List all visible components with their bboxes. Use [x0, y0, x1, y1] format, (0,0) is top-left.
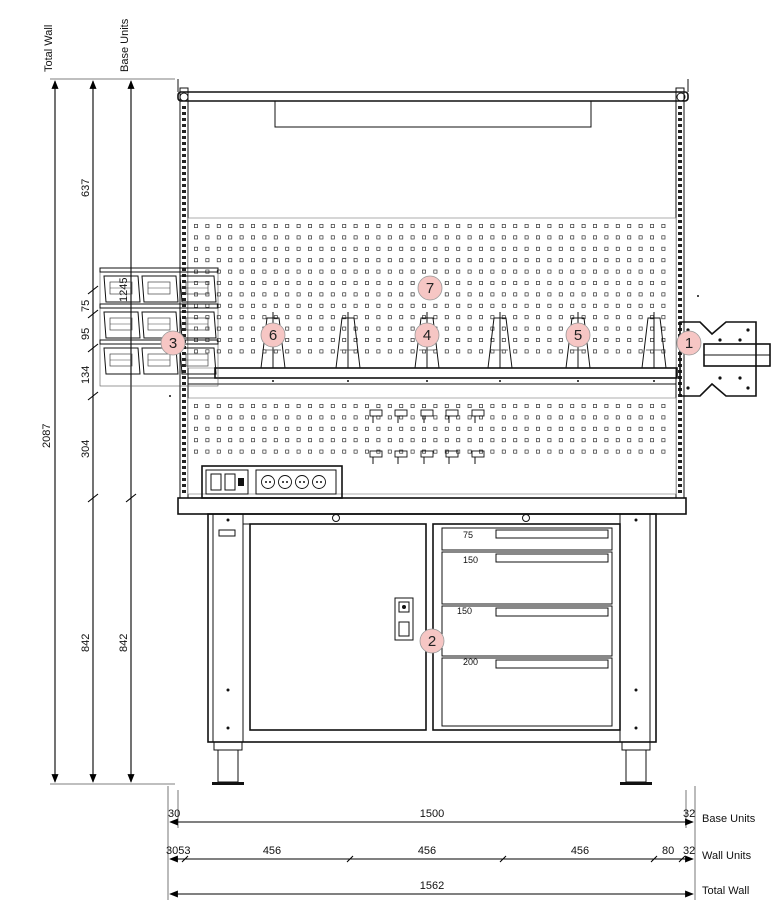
vertical-dimension-ticks: [87, 285, 137, 503]
callout-5-label: 5: [574, 327, 582, 344]
dim-wall-seg3: 456: [571, 845, 589, 857]
dim-base-left: 30: [168, 808, 180, 820]
post-slots-right: [678, 106, 682, 493]
post-slots-left: [182, 106, 186, 493]
horizontal-dimensions: 30 1500 32 Base Units 3053 456 456 456 8…: [166, 786, 756, 900]
dim-segment-75: 75: [80, 300, 92, 312]
callout-3-label: 3: [169, 335, 177, 352]
callout-4-label: 4: [423, 327, 431, 344]
drawer-label-3: 150: [457, 606, 472, 616]
drawer-label-4: 200: [463, 657, 478, 667]
dim-total-wall: 1562: [420, 880, 444, 892]
dim-base-middle: 1500: [420, 808, 444, 820]
door-handle: [394, 597, 414, 641]
cabinet-lock-right: [522, 514, 530, 522]
upper-pegboard-holes: [194, 224, 666, 354]
socket-group: [261, 475, 326, 489]
label-wall-units: Wall Units: [702, 850, 752, 862]
monitor-bracket: [169, 295, 771, 397]
dim-wall-right-32: 32: [683, 845, 695, 857]
dim-wall-right-80: 80: [662, 845, 674, 857]
cabinet-label-plate: [218, 529, 236, 537]
callout-2: 2: [419, 628, 445, 654]
callout-4: 4: [414, 322, 440, 348]
callout-5: 5: [565, 322, 591, 348]
dim-total-height: 2087: [41, 424, 53, 448]
worktop: [177, 497, 687, 515]
label-base-units: Base Units: [702, 813, 756, 825]
dim-lower-842-right: 842: [118, 634, 130, 652]
dim-lower-842-left: 842: [80, 634, 92, 652]
cabinet-legs: [212, 741, 652, 785]
callout-3: 3: [160, 330, 186, 356]
lower-pegboard: [187, 397, 677, 495]
callout-6: 6: [260, 322, 286, 348]
callout-6-label: 6: [269, 327, 277, 344]
dim-base-right: 32: [683, 808, 695, 820]
callout-2-label: 2: [428, 633, 436, 650]
base-cabinet: [207, 513, 657, 743]
drawer-label-1: 75: [463, 530, 473, 540]
storage-bin-rack: [99, 267, 219, 387]
dim-segment-134: 134: [80, 366, 92, 384]
drawer-stack: 75 150 150 200: [432, 523, 621, 731]
header-total-wall: Total Wall: [43, 25, 55, 72]
dim-segment-304: 304: [80, 440, 92, 458]
lower-pegboard-holes: [194, 404, 666, 454]
cabinet-door: [243, 523, 427, 731]
dim-wall-seg2: 456: [418, 845, 436, 857]
dim-wall-left: 3053: [166, 845, 190, 857]
cabinet-lock-left: [332, 514, 340, 522]
light-fixture: [274, 100, 592, 128]
header-base-units: Base Units: [119, 18, 131, 72]
dim-upper-panel: 637: [80, 179, 92, 197]
callout-1-label: 1: [685, 335, 693, 352]
tool-shelf: [187, 367, 678, 385]
dim-segment-95: 95: [80, 328, 92, 340]
callout-7: 7: [417, 275, 443, 301]
dim-wall-seg1: 456: [263, 845, 281, 857]
callout-1: 1: [676, 330, 702, 356]
dim-bin-height: 1245: [118, 278, 130, 302]
label-total-wall: Total Wall: [702, 885, 749, 897]
drawer-label-2: 150: [463, 555, 478, 565]
pegboard-hooks: [369, 409, 485, 464]
callout-7-label: 7: [426, 280, 434, 297]
